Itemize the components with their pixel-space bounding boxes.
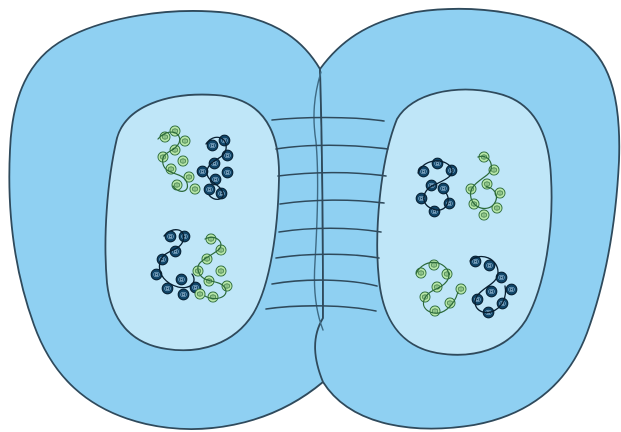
- right-nucleus: [377, 90, 551, 355]
- left-nucleus: [105, 95, 279, 351]
